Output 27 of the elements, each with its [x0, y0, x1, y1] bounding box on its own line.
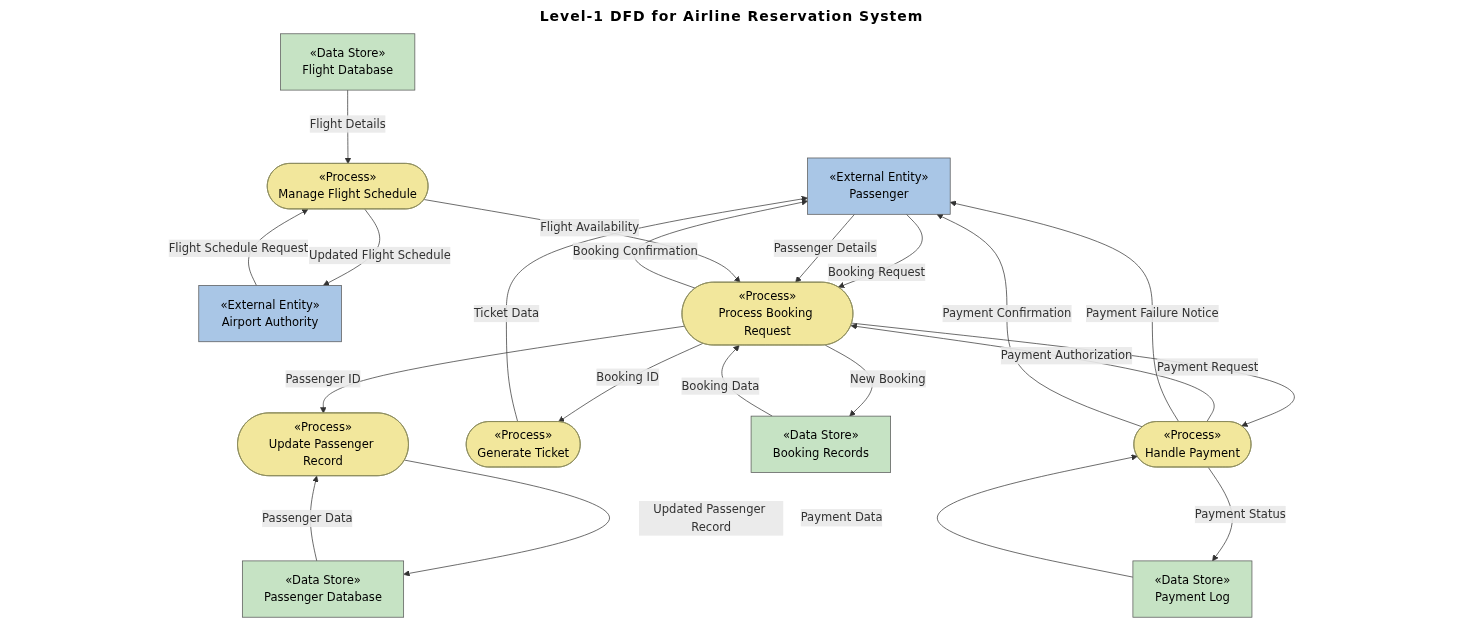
diagram-title: Level-1 DFD for Airline Reservation System [538, 8, 925, 24]
node-box: «External Entity» Passenger [807, 157, 951, 215]
edge-label: Ticket Data [473, 306, 540, 321]
edge-label: Booking Data [681, 378, 760, 393]
edge-label: Flight Schedule Request [168, 241, 309, 255]
node-box: «Data Store» Booking Records [750, 415, 891, 473]
node-box: «Data Store» Payment Log [1132, 560, 1253, 618]
edge-label: Payment Request [1157, 359, 1259, 374]
edge-label: Booking Confirmation [572, 243, 698, 258]
node-box: «Data Store» Flight Database [280, 33, 416, 91]
edge-label: Booking ID [596, 369, 659, 384]
edge-label: Payment Status [1194, 507, 1286, 521]
edge-label: New Booking [850, 371, 926, 386]
edge-label: Passenger ID [285, 371, 361, 386]
edge-label: Flight Availability [540, 220, 640, 235]
edge-label: Updated Flight Schedule [308, 248, 451, 262]
node-box: «Data Store» Passenger Database [242, 560, 405, 618]
edge-label: Passenger Data [262, 511, 353, 525]
edge-label: Payment Confirmation [942, 306, 1072, 321]
edge-label: Payment Failure Notice [1085, 306, 1219, 321]
edge-label: Payment Data [800, 510, 883, 525]
edge-label: Booking Request [827, 265, 926, 279]
edge-label: Updated Passenger Record [653, 502, 766, 534]
edge-label: Flight Details [309, 116, 386, 131]
node-box: «External Entity» Airport Authority [198, 285, 342, 343]
edge-label: Payment Authorization [1000, 348, 1133, 363]
edge-label: Passenger Details [773, 241, 877, 255]
